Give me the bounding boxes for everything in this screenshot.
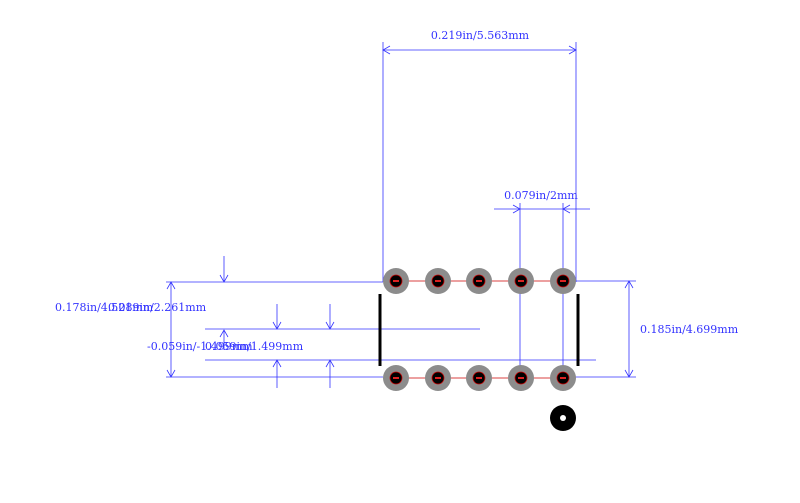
pad <box>550 268 576 294</box>
pin1-marker-icon <box>550 405 576 431</box>
dimension-left-a-label: 0.178in/4.521mm <box>55 301 154 314</box>
dimension-left-b-label: 0.089in/2.261mm <box>108 301 207 314</box>
pad <box>508 365 534 391</box>
pad <box>383 268 409 294</box>
dimension-height-right: 0.185in/4.699mm <box>565 280 739 378</box>
pad <box>550 365 576 391</box>
pad <box>425 268 451 294</box>
dimension-left-group: 0.178in/4.521mm 0.089in/2.261mm -0.059in… <box>55 256 596 388</box>
dimension-left-c-label: -0.059in/-1.499mm <box>147 340 253 353</box>
dimension-width-label: 0.219in/5.563mm <box>431 29 530 42</box>
pad <box>508 268 534 294</box>
pad <box>466 268 492 294</box>
pad <box>425 365 451 391</box>
dimension-width-top: 0.219in/5.563mm <box>382 29 577 282</box>
dimension-pitch-label: 0.079in/2mm <box>504 189 578 202</box>
dimension-height-label: 0.185in/4.699mm <box>640 323 739 336</box>
pad <box>466 365 492 391</box>
pad <box>383 365 409 391</box>
dimension-left-d-label: 0.059in/1.499mm <box>205 340 304 353</box>
